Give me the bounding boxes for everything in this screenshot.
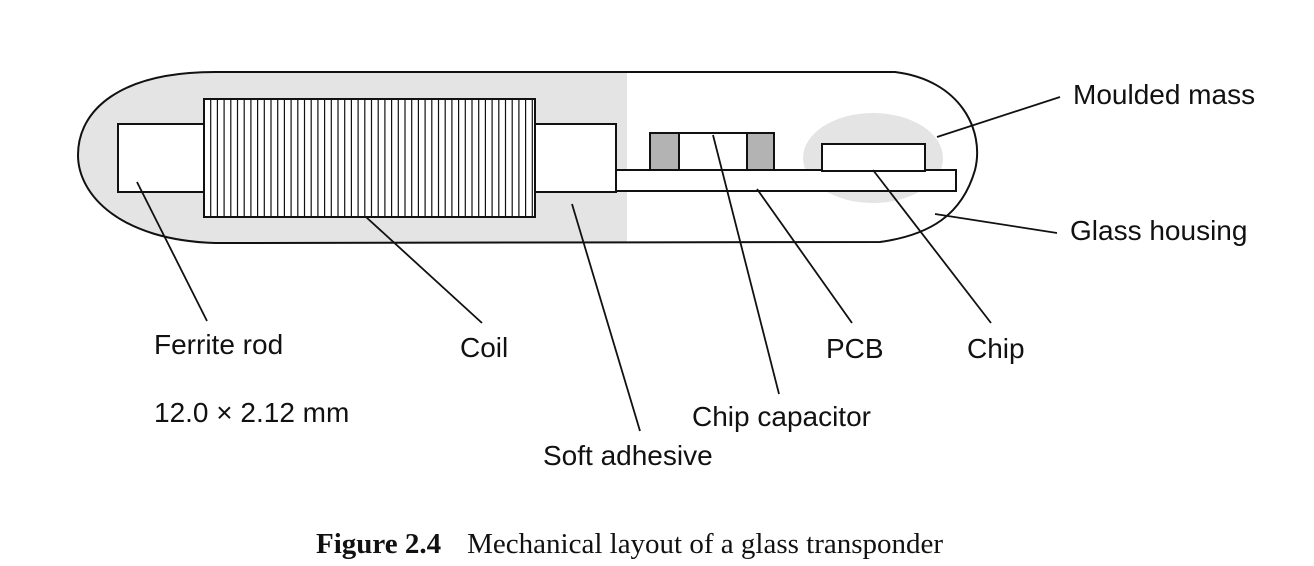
label-coil: Coil bbox=[460, 332, 508, 363]
label-dimensions: 12.0 × 2.12 mm bbox=[154, 397, 349, 428]
label-chip-capacitor: Chip capacitor bbox=[692, 401, 871, 432]
label-chip: Chip bbox=[967, 333, 1025, 364]
leader-coil bbox=[365, 216, 483, 324]
label-glass-housing: Glass housing bbox=[1070, 215, 1247, 246]
leader-ferrite-rod bbox=[136, 181, 208, 322]
leader-pcb bbox=[756, 188, 853, 324]
figure-caption: Figure 2.4 Mechanical layout of a glass … bbox=[316, 528, 943, 560]
figure-number: Figure 2.4 bbox=[316, 528, 441, 560]
leader-moulded-mass bbox=[936, 96, 1061, 138]
ferrite-rod-right bbox=[534, 123, 617, 193]
coil-body bbox=[203, 98, 536, 218]
leader-soft-adhesive bbox=[571, 203, 641, 432]
figure-title: Mechanical layout of a glass transponder bbox=[467, 528, 943, 560]
chip-capacitor-body bbox=[678, 132, 748, 171]
ferrite-rod-left bbox=[117, 123, 205, 193]
glass-housing-outline bbox=[76, 71, 979, 245]
pcb-board bbox=[615, 169, 957, 192]
leader-glass-housing bbox=[934, 213, 1058, 234]
chip-capacitor-terminal-right bbox=[746, 132, 775, 171]
label-ferrite-rod: Ferrite rod bbox=[154, 329, 283, 360]
label-soft-adhesive: Soft adhesive bbox=[543, 440, 713, 471]
chip-die bbox=[821, 143, 926, 172]
label-pcb: PCB bbox=[826, 333, 884, 364]
leader-chip bbox=[872, 169, 992, 324]
chip-capacitor-terminal-left bbox=[649, 132, 680, 171]
label-moulded-mass: Moulded mass bbox=[1073, 79, 1255, 110]
leader-chip-capacitor bbox=[712, 134, 780, 395]
coil-windings bbox=[210, 99, 533, 217]
